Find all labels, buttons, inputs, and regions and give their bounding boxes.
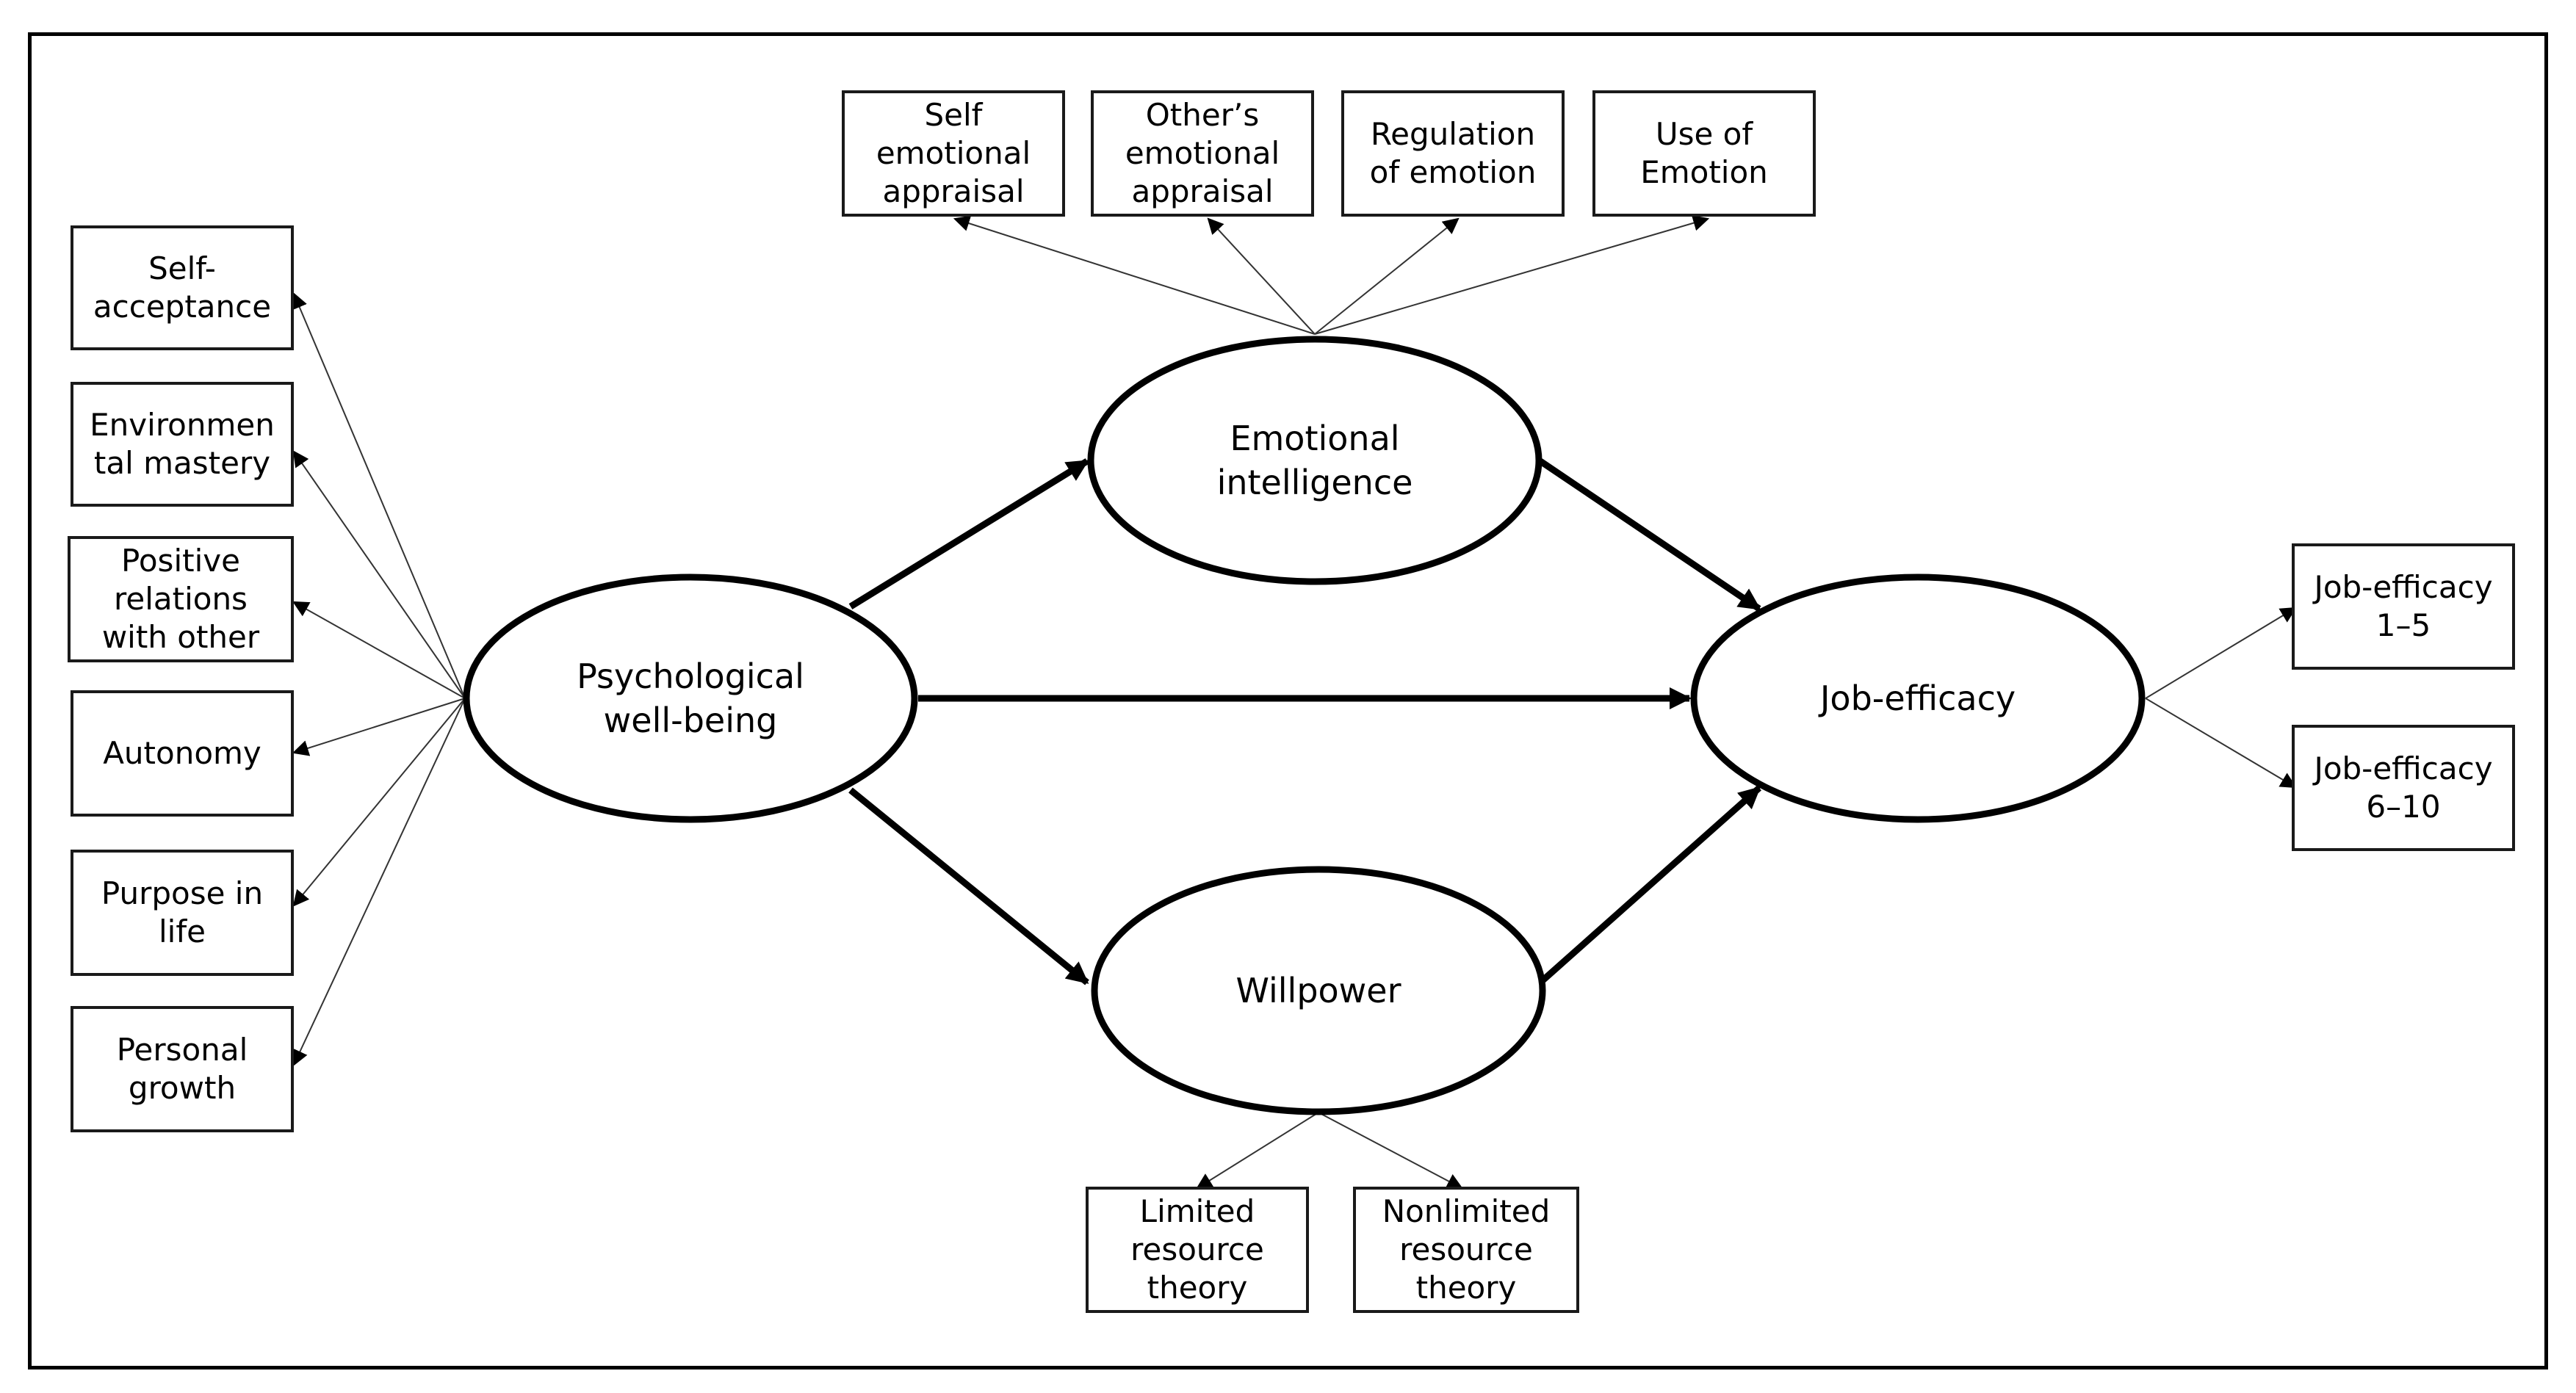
ellipse-emotional-intelligence [1087, 336, 1543, 585]
indicator-label: Job-efficacy 1–5 [2314, 569, 2493, 643]
arrow-pwb-purpose-in-life [292, 698, 466, 907]
diagram-frame [28, 32, 2548, 1370]
arrow-je-6-10 [2145, 698, 2297, 789]
indicator-positive-relations: Positive relations with other [68, 536, 294, 662]
indicator-self-acceptance: Self- acceptance [71, 225, 294, 350]
arrow-ei-use [1314, 215, 1710, 335]
arrow-pwb-autonomy [292, 698, 466, 756]
je-indicator-arrows [2145, 607, 2297, 789]
indicator-label: Self emotional appraisal [876, 97, 1031, 209]
node-willpower: Willpower [1098, 917, 1539, 1064]
indicator-environmental-mastery: Environmen tal mastery [71, 382, 294, 507]
arrow-pwb-positive-relations [292, 601, 466, 699]
indicator-label: Regulation of emotion [1369, 116, 1537, 190]
willpower-indicator-arrows [1196, 1112, 1463, 1190]
ei-indicator-arrows [953, 215, 1710, 335]
label-willpower: Willpower [1235, 971, 1401, 1010]
ellipse-willpower [1091, 866, 1546, 1115]
indicator-personal-growth: Personal growth [71, 1006, 294, 1132]
latent-ellipses [463, 336, 2146, 1115]
label-emotional-intelligence: Emotional intelligence [1216, 419, 1413, 502]
path-ei-to-je [1538, 458, 1761, 612]
path-pwb-to-willpower [848, 787, 1089, 985]
indicator-use-of-emotion: Use of Emotion [1592, 90, 1816, 217]
path-pwb-to-ei [848, 458, 1089, 609]
arrow-pwb-environmental-mastery [292, 450, 466, 699]
arrow-ei-self-appraisal [953, 215, 1316, 335]
indicator-label: Other’s emotional appraisal [1125, 97, 1280, 209]
arrow-willpower-limited [1196, 1112, 1319, 1190]
indicator-job-efficacy-6-10: Job-efficacy 6–10 [2292, 725, 2515, 851]
arrow-je-1-5 [2145, 607, 2297, 699]
arrow-pwb-personal-growth [292, 698, 466, 1066]
arrow-willpower-nonlimited [1318, 1112, 1463, 1190]
indicator-limited-resource-theory: Limited resource theory [1086, 1187, 1309, 1313]
pwb-indicator-arrows [292, 292, 466, 1066]
indicator-label: Self- acceptance [93, 250, 272, 325]
indicator-autonomy: Autonomy [71, 690, 294, 817]
indicator-label: Job-efficacy 6–10 [2314, 750, 2493, 825]
arrow-ei-regulation [1314, 217, 1460, 335]
label-psychological-wellbeing: Psychological well-being [577, 656, 804, 740]
indicator-label: Autonomy [103, 735, 261, 771]
node-job-efficacy: Job-efficacy [1698, 625, 2138, 772]
indicator-others-emotional-appraisal: Other’s emotional appraisal [1091, 90, 1314, 217]
indicator-label: Positive relations with other [101, 543, 260, 655]
ellipse-psychological-wellbeing [463, 574, 918, 823]
indicator-job-efficacy-1-5: Job-efficacy 1–5 [2292, 543, 2515, 670]
label-job-efficacy: Job-efficacy [1819, 679, 2016, 718]
structural-paths [848, 458, 1761, 985]
indicator-label: Use of Emotion [1640, 116, 1768, 190]
indicator-label: Nonlimited resource theory [1382, 1193, 1551, 1306]
ellipse-job-efficacy [1690, 574, 2146, 823]
path-willpower-to-je [1538, 785, 1761, 985]
node-psychological-wellbeing: Psychological well-being [470, 625, 911, 772]
node-emotional-intelligence: Emotional intelligence [1094, 387, 1535, 534]
indicator-self-emotional-appraisal: Self emotional appraisal [842, 90, 1065, 217]
indicator-regulation-of-emotion: Regulation of emotion [1341, 90, 1565, 217]
indicator-label: Personal growth [116, 1032, 248, 1106]
indicator-label: Limited resource theory [1130, 1193, 1264, 1306]
arrow-ei-others-appraisal [1207, 217, 1316, 335]
arrow-pwb-self-acceptance [292, 292, 466, 699]
indicator-purpose-in-life: Purpose in life [71, 850, 294, 976]
indicator-label: Environmen tal mastery [90, 407, 275, 481]
indicator-nonlimited-resource-theory: Nonlimited resource theory [1353, 1187, 1579, 1313]
indicator-label: Purpose in life [101, 875, 264, 949]
